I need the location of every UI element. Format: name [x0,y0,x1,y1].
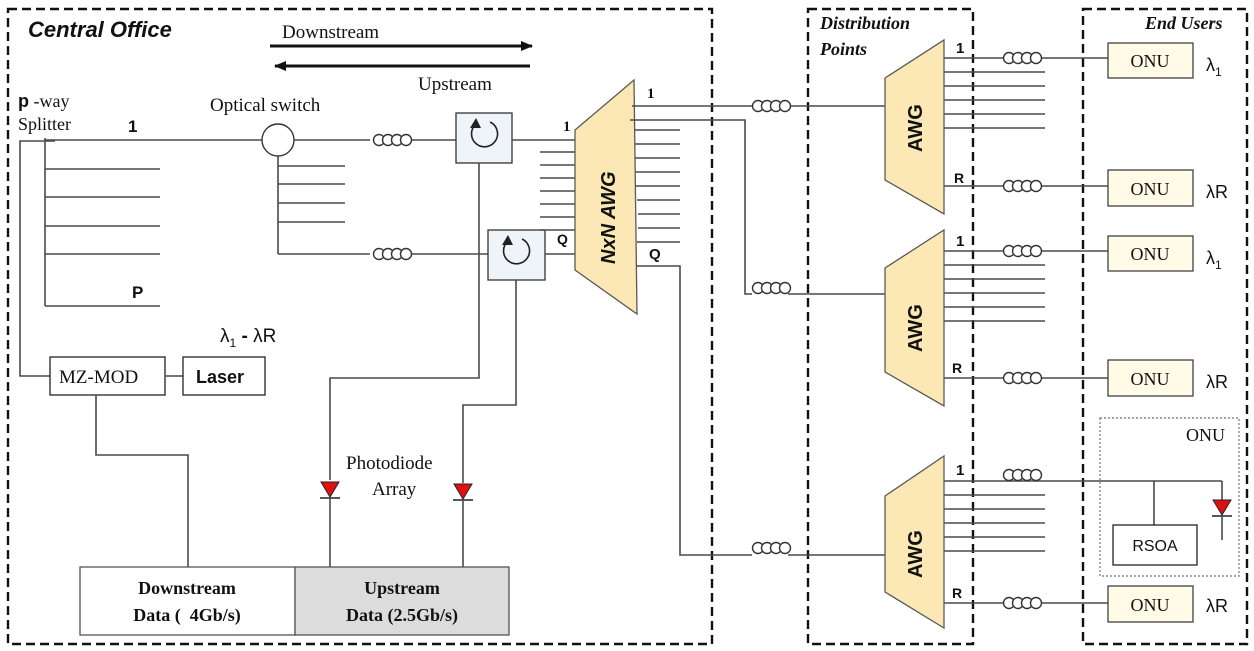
distribution-points-title-line2: Points [819,39,867,59]
upstream-label: Upstream [418,74,492,95]
circulator-2 [462,229,580,483]
awg-2-port-r: R [952,360,962,376]
fiber-coil-icon [372,133,413,147]
onu-3-lambda: λ1 [1206,248,1222,272]
fiber-coil-icon [1002,371,1043,385]
optical-switch-label: Optical switch [210,95,321,116]
awg-1-port-1: 1 [956,40,964,57]
fiber-coil-icon [1002,51,1043,65]
laser-label: Laser [196,367,244,387]
photodiode-icon [453,483,473,567]
onu-detail-title: ONU [1186,425,1225,445]
onu-5: ONU λR [1107,585,1228,623]
nxn-awg-in-port-1: 1 [563,119,571,135]
onu-3-label: ONU [1131,244,1170,264]
onu-4-label: ONU [1131,369,1170,389]
nxn-awg-output-lines [628,129,680,243]
rsoa-label: RSOA [1132,538,1178,555]
circulator-1 [329,112,575,480]
downstream-data-line1: Downstream [138,578,236,598]
downstream-data-box [79,566,296,636]
onu-1-label: ONU [1131,51,1170,71]
fiber-coil-icon [1002,468,1043,482]
central-office-title: Central Office [28,17,172,42]
fiber-coil-icon [1002,596,1043,610]
distribution-awg-1: AWG 1 R [884,38,1108,216]
awg-1-label: AWG [905,104,927,152]
mz-mod-box [49,356,166,396]
mz-mod-label: MZ-MOD [59,367,138,388]
awg-1-port-r: R [954,170,964,186]
fiber-coil-icon [751,541,792,555]
photodiode-icon [1212,481,1232,540]
awg-3-port-1: 1 [956,462,964,479]
downstream-data-line2: Data ( 4Gb/s) [133,605,241,626]
distribution-points-border [806,7,975,646]
distribution-awg-2: AWG 1 R [884,228,1108,408]
splitter-label-line1: p -way [18,91,69,111]
optical-switch [261,123,295,157]
upstream-data-line2: Data (2.5Gb/s) [346,605,458,626]
awg-2-label: AWG [905,304,927,352]
fiber-coil-icon [1002,179,1043,193]
nxn-awg: NxN AWG 1 Q 1 Q [540,78,680,316]
splitter-lines [19,138,160,377]
awg-3-label: AWG [905,530,927,578]
onu-2: ONU λR [1107,169,1228,207]
awg-2-port-1: 1 [956,233,964,250]
onu-4: ONU λR [1107,359,1228,397]
fiber-coil-icon [372,247,413,261]
central-office-border [6,7,714,646]
onu-2-lambda: λR [1206,182,1228,202]
upstream-data-box [294,566,510,636]
fiber-coil-icon [1002,244,1043,258]
onu-4-lambda: λR [1206,372,1228,392]
nxn-awg-in-port-q: Q [557,231,568,247]
onu-3: ONU λ1 [1107,235,1222,272]
photodiode-icon [320,481,340,567]
end-users-title: End Users [1144,13,1223,33]
downstream-label: Downstream [282,22,379,43]
fiber-coil-icon [751,99,792,113]
nxn-awg-label: NxN AWG [598,171,620,264]
onu-detail: ONU RSOA [1099,417,1240,577]
optical-switch-lines [160,139,488,255]
awg-output-lines [944,480,1222,604]
nxn-awg-out-port-1: 1 [647,86,655,102]
nxn-awg-out-port-q: Q [649,246,661,263]
onu-2-label: ONU [1131,179,1170,199]
onu-5-label: ONU [1131,595,1170,615]
wavelength-range-label: λ1 - λR [220,326,276,350]
feeder-fibers [630,105,885,556]
photodiode-label-line2: Array [372,479,417,500]
splitter-port-1: 1 [128,117,137,136]
awg-3-port-r: R [952,585,962,601]
distribution-awg-3: AWG 1 R [884,454,1222,630]
rsoa-box [1112,524,1198,566]
fiber-coil-icon [751,281,792,295]
end-users-border [1081,7,1249,646]
photodiode-label-line1: Photodiode [346,453,433,474]
splitter-port-p: P [132,283,143,302]
onu-5-lambda: λR [1206,596,1228,616]
upstream-data-line1: Upstream [364,578,440,598]
distribution-points-title-line1: Distribution [819,13,910,33]
laser-box [182,356,266,396]
onu-1-lambda: λ1 [1206,55,1222,79]
splitter-label-line2: Splitter [18,114,71,134]
onu-1: ONU λ1 [1107,42,1222,79]
